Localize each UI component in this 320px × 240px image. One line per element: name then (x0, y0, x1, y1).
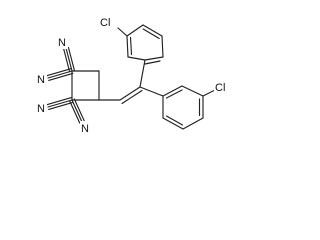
cyclobutane-ring (71, 70, 100, 101)
vinyl-linker (98, 86, 143, 105)
atom-labels: Cl Cl N N N N (36, 15, 232, 135)
chlorine-label-top: Cl (100, 17, 110, 29)
nitrogen-label-4: N (81, 123, 89, 135)
nitrile-group-left-lower (46, 97, 74, 110)
nitrogen-label-1: N (58, 37, 66, 49)
nitrile-group-left-upper (46, 68, 74, 81)
chlorophenyl-ring-right (139, 85, 216, 130)
nitrogen-label-2: N (37, 74, 45, 86)
structure-drawing: Cl Cl N N N N (36, 15, 232, 135)
chlorophenyl-ring-top (117, 24, 164, 88)
nitrogen-label-3: N (37, 103, 45, 115)
molecule-diagram: Cl Cl N N N N (36, 15, 232, 135)
chlorine-label-right: Cl (215, 82, 225, 94)
nitrile-group-top (63, 46, 75, 73)
nitrile-group-bottom (69, 98, 85, 124)
